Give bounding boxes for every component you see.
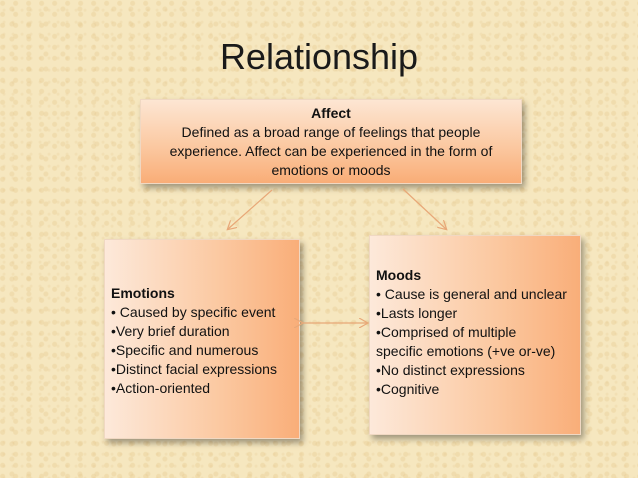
emotions-item: •Distinct facial expressions: [111, 361, 277, 377]
emotions-box: Emotions • Caused by specific event •Ver…: [104, 239, 300, 439]
arrow-to-emotions: [228, 189, 273, 229]
affect-text-line: experience. Affect can be experienced in…: [169, 143, 493, 159]
emotions-item: • Caused by specific event: [111, 304, 276, 320]
arrow-to-moods: [402, 188, 446, 229]
emotions-heading: Emotions: [111, 285, 175, 301]
affect-text-line: emotions or moods: [271, 162, 391, 178]
affect-box: Affect Defined as a broad range of feeli…: [140, 99, 522, 184]
moods-item: •Comprised of multiple: [376, 324, 517, 340]
moods-item: •Cognitive: [376, 381, 440, 397]
moods-item: • Cause is general and unclear: [376, 286, 567, 302]
emotions-item: •Specific and numerous: [111, 342, 259, 358]
moods-item: •Lasts longer: [376, 305, 458, 321]
affect-heading: Affect: [311, 105, 351, 121]
moods-heading: Moods: [376, 267, 422, 283]
emotions-item: •Action-oriented: [111, 380, 211, 396]
moods-item: •No distinct expressions: [376, 362, 525, 378]
affect-text-line: Defined as a broad range of feelings tha…: [181, 124, 481, 140]
moods-box: Moods • Cause is general and unclear •La…: [369, 235, 581, 435]
emotions-item: •Very brief duration: [111, 323, 230, 339]
moods-item: specific emotions (+ve or-ve): [376, 343, 556, 359]
slide-title: Relationship: [219, 36, 419, 77]
